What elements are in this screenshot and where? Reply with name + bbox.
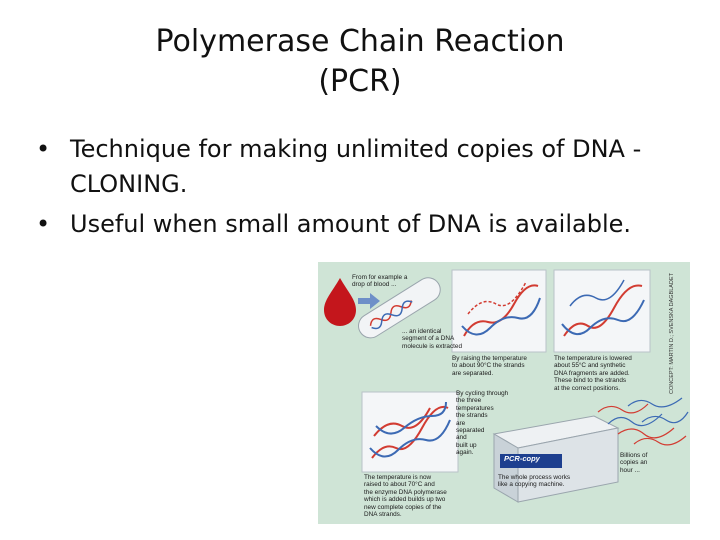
title-line-1: Polymerase Chain Reaction	[0, 22, 720, 62]
dna-copies-panel	[362, 392, 458, 472]
bullet-list: • Technique for making unlimited copies …	[36, 132, 696, 247]
bullet-text: Useful when small amount of DNA is avail…	[70, 210, 631, 238]
bullet-glyph: •	[36, 207, 50, 242]
pcr-illustration: CONCEPT: MARTIN D.; SVENSKA DAGBLADET Fr…	[318, 262, 690, 524]
caption-cycle: By cycling through the three temperature…	[456, 390, 508, 457]
caption-lower: The temperature is lowered about 55°C an…	[554, 355, 632, 392]
bullet-item: • Technique for making unlimited copies …	[36, 132, 696, 202]
bullet-glyph: •	[36, 132, 50, 167]
caption-raise: By raising the temperature to about 90°C…	[452, 355, 527, 377]
slide-title: Polymerase Chain Reaction (PCR)	[0, 22, 720, 102]
pcr-copy-label: PCR-copy	[504, 455, 540, 462]
caption-raise70: The temperature is now raised to about 7…	[364, 474, 447, 518]
arrow-icon	[358, 293, 380, 309]
dna-separate-panel	[452, 270, 546, 352]
caption-blood: From for example a drop of blood ...	[352, 274, 407, 289]
title-line-2: (PCR)	[0, 62, 720, 102]
figure-credit: CONCEPT: MARTIN D.; SVENSKA DAGBLADET	[669, 264, 679, 394]
caption-process: The whole process works like a copying m…	[498, 474, 570, 489]
dna-primer-panel	[554, 270, 650, 352]
bullet-text: Technique for making unlimited copies of…	[70, 135, 641, 198]
bullet-item: • Useful when small amount of DNA is ava…	[36, 207, 696, 242]
caption-segment: ... an identical segment of a DNA molecu…	[402, 328, 462, 350]
caption-billions: Billions of copies an hour ...	[620, 452, 647, 474]
